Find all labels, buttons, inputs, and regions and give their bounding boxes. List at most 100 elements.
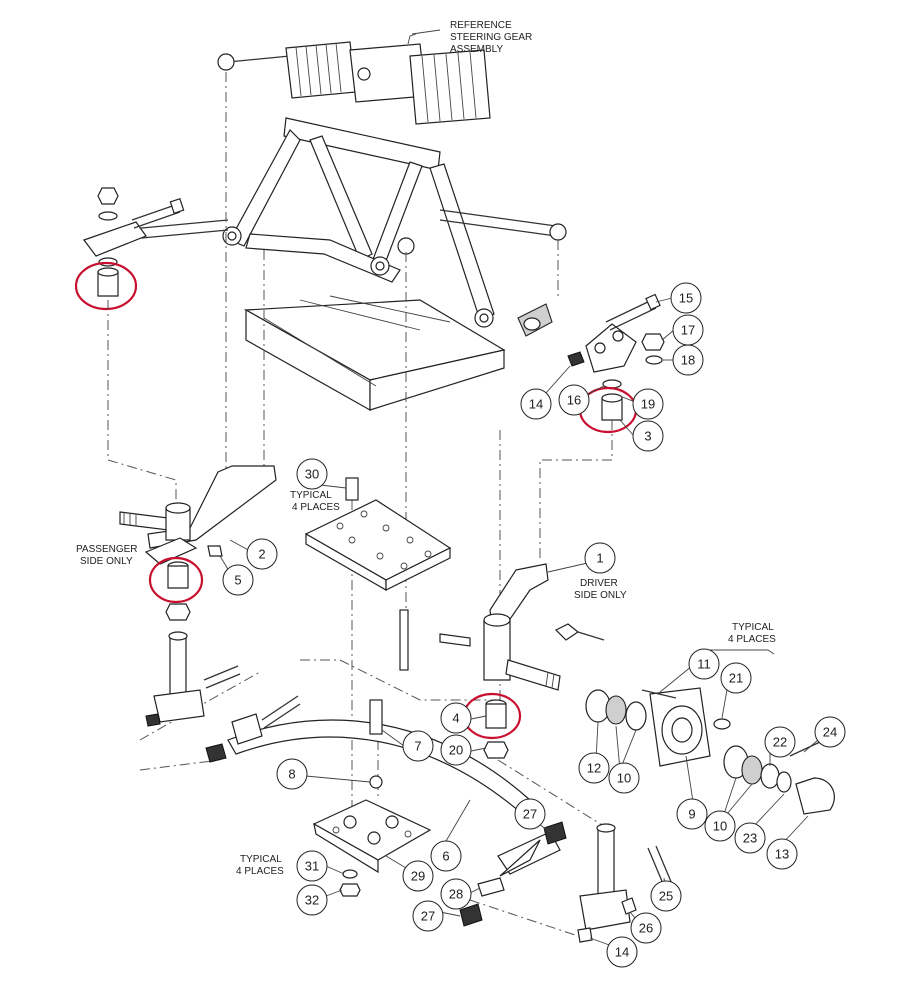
spindle-axle <box>119 511 169 531</box>
callout-25: 25 <box>650 880 682 912</box>
svg-text:19: 19 <box>641 397 655 412</box>
highlight-ring <box>74 261 138 311</box>
driver-lower-kingpin <box>459 823 673 943</box>
callout-20: 20 <box>440 734 472 766</box>
svg-text:10: 10 <box>617 771 631 786</box>
svg-text:26: 26 <box>639 921 653 936</box>
svg-text:1: 1 <box>596 551 603 566</box>
svg-text:9: 9 <box>688 807 695 822</box>
typical-bottom-line-1: TYPICAL <box>240 854 282 865</box>
callout-8: 8 <box>276 758 308 790</box>
driver-spindle <box>439 563 605 759</box>
passenger-upper-hardware <box>74 187 185 311</box>
typical-top-line-1: TYPICAL <box>290 490 332 501</box>
callout-5: 5 <box>222 564 254 596</box>
callout-bubbles: 15 17 18 14 16 19 3 30 2 5 1 11 21 4 7 2… <box>222 282 846 968</box>
typical-hub-line-1: TYPICAL <box>732 622 774 633</box>
svg-text:7: 7 <box>414 739 421 754</box>
callout-3: 3 <box>632 420 664 452</box>
callout-6: 6 <box>430 840 462 872</box>
reference-line-1: REFERENCE <box>450 20 512 31</box>
callout-10b: 10 <box>704 810 736 842</box>
svg-text:22: 22 <box>773 735 787 750</box>
svg-text:11: 11 <box>697 657 711 672</box>
svg-text:21: 21 <box>729 671 743 686</box>
leaf-spring <box>205 695 567 877</box>
svg-text:16: 16 <box>567 393 581 408</box>
svg-text:13: 13 <box>775 847 789 862</box>
callout-12: 12 <box>578 752 610 784</box>
typical-hub-line-2: 4 PLACES <box>728 634 776 645</box>
callout-16: 16 <box>558 384 590 416</box>
svg-text:2: 2 <box>258 547 265 562</box>
typical-top-line-2: 4 PLACES <box>292 502 340 513</box>
svg-text:15: 15 <box>679 291 693 306</box>
nut <box>97 187 119 205</box>
reference-label: REFERENCE STEERING GEAR ASSEMBLY <box>450 20 532 55</box>
callout-19: 19 <box>632 388 664 420</box>
svg-text:24: 24 <box>823 725 837 740</box>
svg-text:12: 12 <box>587 761 601 776</box>
callout-30: 30 <box>296 458 328 490</box>
svg-text:10: 10 <box>713 819 727 834</box>
svg-text:28: 28 <box>449 887 463 902</box>
svg-text:8: 8 <box>288 767 295 782</box>
washer <box>98 211 118 221</box>
svg-text:4: 4 <box>452 711 459 726</box>
passenger-line-1: PASSENGER <box>76 544 138 555</box>
callout-27b: 27 <box>412 900 444 932</box>
callout-32: 32 <box>296 884 328 916</box>
callout-9: 9 <box>676 798 708 830</box>
callout-2: 2 <box>246 538 278 570</box>
spindle-axle <box>505 659 561 691</box>
driver-line-2: SIDE ONLY <box>574 590 627 601</box>
svg-text:20: 20 <box>449 743 463 758</box>
knuckle-bracket <box>585 323 637 373</box>
callout-7: 7 <box>402 730 434 762</box>
callout-22: 22 <box>764 726 796 758</box>
svg-text:17: 17 <box>681 323 695 338</box>
callout-10: 10 <box>608 762 640 794</box>
svg-text:25: 25 <box>659 889 673 904</box>
reference-line-3: ASSEMBLY <box>450 44 503 55</box>
steering-arm <box>489 563 549 629</box>
steering-gear-assembly <box>217 29 491 125</box>
driver-line-1: DRIVER <box>580 578 618 589</box>
svg-text:5: 5 <box>234 573 241 588</box>
callout-1: 1 <box>584 542 616 574</box>
callout-11: 11 <box>688 648 720 680</box>
reference-line-2: STEERING GEAR <box>450 32 532 43</box>
svg-text:31: 31 <box>305 859 319 874</box>
callout-28: 28 <box>440 878 472 910</box>
svg-text:27: 27 <box>421 909 435 924</box>
callout-27: 27 <box>514 798 546 830</box>
hub-assembly: TYPICAL 4 PLACES <box>585 622 835 815</box>
callout-15: 15 <box>670 282 702 314</box>
callout-17: 17 <box>672 314 704 346</box>
svg-text:14: 14 <box>529 397 543 412</box>
bottom-plate <box>312 699 432 897</box>
frame-assembly <box>119 117 567 412</box>
bracket <box>83 221 147 257</box>
svg-text:6: 6 <box>442 849 449 864</box>
callout-13: 13 <box>766 838 798 870</box>
driver-upper-hardware <box>517 293 665 434</box>
svg-text:23: 23 <box>743 831 757 846</box>
svg-text:32: 32 <box>305 893 319 908</box>
svg-text:14: 14 <box>615 945 629 960</box>
callout-14b: 14 <box>606 936 638 968</box>
svg-text:30: 30 <box>305 467 319 482</box>
center-plate <box>304 477 452 671</box>
passenger-spindle <box>119 465 277 727</box>
callout-24: 24 <box>814 716 846 748</box>
svg-text:18: 18 <box>681 353 695 368</box>
callout-4: 4 <box>440 702 472 734</box>
callout-31: 31 <box>296 850 328 882</box>
highlight-ring <box>148 556 204 604</box>
callout-23: 23 <box>734 822 766 854</box>
callout-14: 14 <box>520 388 552 420</box>
passenger-line-2: SIDE ONLY <box>80 556 133 567</box>
callout-18: 18 <box>672 344 704 376</box>
